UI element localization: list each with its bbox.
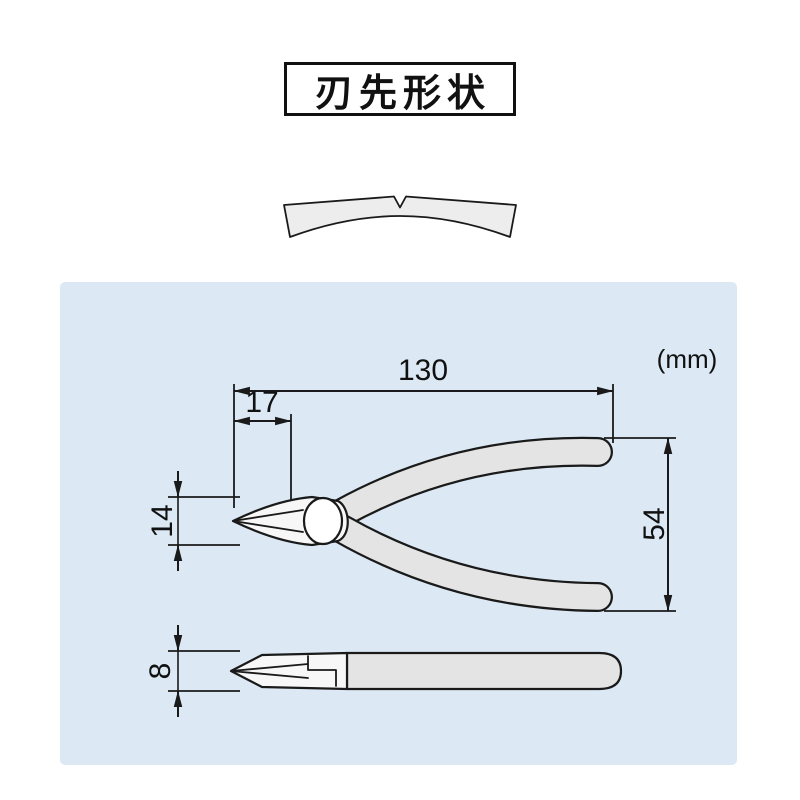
dim-head-height: 14 [146,471,240,571]
dim-8-label: 8 [144,663,177,680]
dim-17-label: 17 [245,386,278,419]
edge-handle-bar [345,651,623,691]
blade-profile-shape [283,195,517,238]
page-title: 刃先形状 [314,72,491,115]
dim-handle-opening: 54 [604,437,676,612]
edge-lap-joint-step [307,655,337,687]
lower-handle-grip [329,516,611,610]
dim-head-thickness: 8 [144,625,240,717]
title-box: 刃先形状 [284,62,516,116]
dim-14-label: 14 [146,504,179,537]
edge-head [229,651,349,691]
dim-54-label: 54 [638,507,671,540]
dim-130-label: 130 [398,354,448,387]
pivot-joint [302,496,344,546]
pliers-side-view [231,436,613,612]
dimensions-layer: 130 17 14 54 [144,344,717,717]
upper-handle-grip [329,439,611,526]
pliers-edge-view [229,651,623,691]
dim-blade-edge-length: 17 [233,386,292,500]
unit-label: (mm) [657,344,718,374]
edge-jaw-slit [230,663,309,679]
blade-profile-figure [283,195,517,238]
dim-overall-length: 130 [233,354,614,508]
cutting-edge-lines [232,509,304,533]
